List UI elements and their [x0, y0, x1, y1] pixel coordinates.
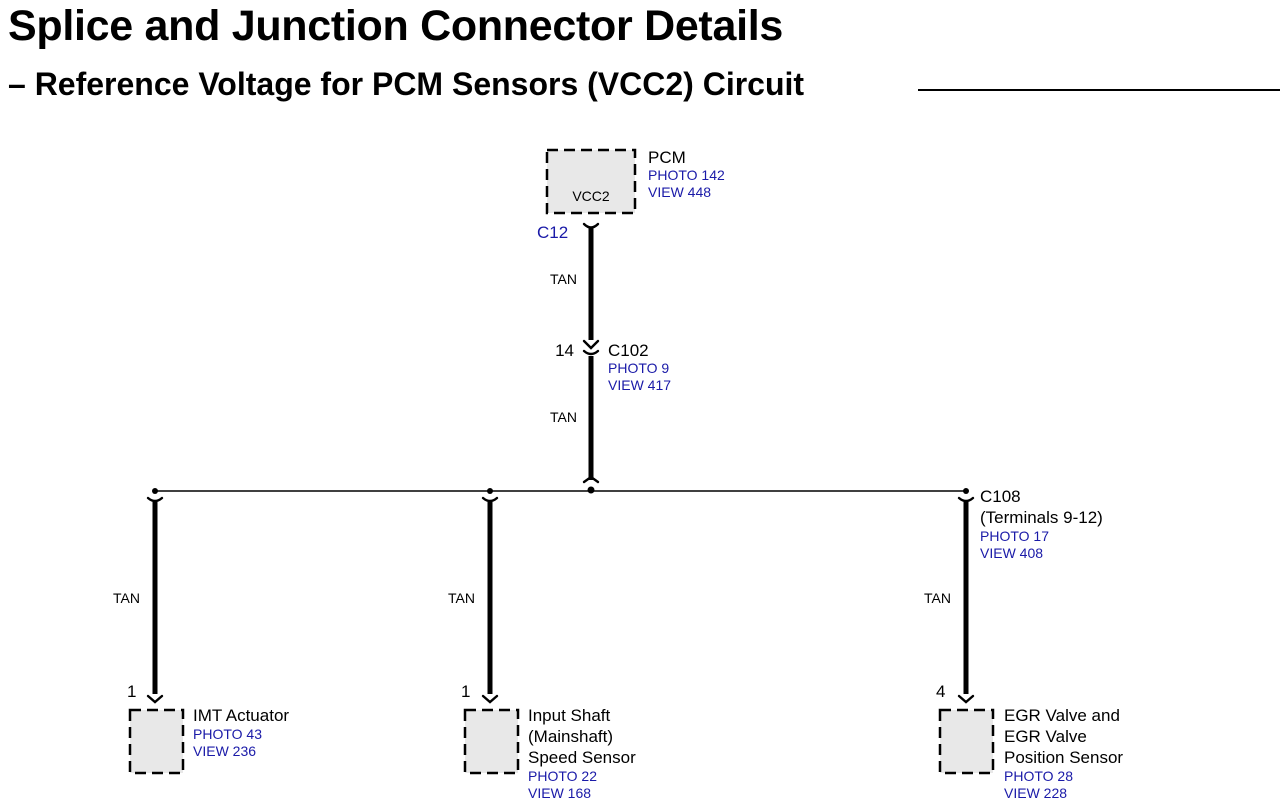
- pcm-view-link[interactable]: VIEW 448: [648, 184, 711, 200]
- imt-actuator-box[interactable]: [128, 708, 185, 775]
- input-shaft-sensor-box[interactable]: [463, 708, 520, 775]
- egr-sensor-box[interactable]: [938, 708, 995, 775]
- input-shaft-branch-terminal: [481, 496, 499, 503]
- imt-pin-terminal: [146, 694, 164, 704]
- egr-photo-link[interactable]: PHOTO 28: [1004, 768, 1073, 784]
- pcm-terminal-label: VCC2: [572, 188, 610, 204]
- input-shaft-photo-link[interactable]: PHOTO 22: [528, 768, 597, 784]
- subtitle-row: – Reference Voltage for PCM Sensors (VCC…: [8, 66, 1280, 106]
- wire-color-input-shaft: TAN: [448, 590, 475, 606]
- c108-view-link[interactable]: VIEW 408: [980, 545, 1043, 561]
- wire-color-imt: TAN: [113, 590, 140, 606]
- egr-name-line1: EGR Valve and: [1004, 706, 1120, 725]
- c102-male-terminal: [582, 339, 600, 350]
- c102-view-link[interactable]: VIEW 417: [608, 377, 671, 393]
- input-shaft-pin-number: 1: [461, 682, 470, 701]
- egr-pin-number: 4: [936, 682, 945, 701]
- c108-name: C108: [980, 487, 1021, 506]
- bus-splice-point: [587, 486, 595, 494]
- pcm-name: PCM: [648, 148, 686, 167]
- imt-actuator-name: IMT Actuator: [193, 706, 289, 725]
- c108-terminal[interactable]: [957, 496, 975, 503]
- wire-color-egr: TAN: [924, 590, 951, 606]
- egr-branch-point: [963, 488, 969, 494]
- c108-photo-link[interactable]: PHOTO 17: [980, 528, 1049, 544]
- c102-name: C102: [608, 341, 649, 360]
- egr-name-line2: EGR Valve: [1004, 727, 1087, 746]
- c102-photo-link[interactable]: PHOTO 9: [608, 360, 669, 376]
- imt-branch-terminal: [146, 496, 164, 503]
- pcm-connector-label: C12: [537, 223, 568, 242]
- egr-name-line3: Position Sensor: [1004, 748, 1123, 767]
- c108-detail: (Terminals 9-12): [980, 508, 1103, 527]
- page-subtitle: – Reference Voltage for PCM Sensors (VCC…: [8, 66, 805, 102]
- imt-pin-number: 1: [127, 682, 136, 701]
- c102-female-terminal: [582, 349, 600, 356]
- input-shaft-view-link[interactable]: VIEW 168: [528, 785, 591, 801]
- input-shaft-branch-point: [487, 488, 493, 494]
- imt-branch-point: [152, 488, 158, 494]
- egr-view-link[interactable]: VIEW 228: [1004, 785, 1067, 801]
- page-title: Splice and Junction Connector Details: [8, 2, 783, 50]
- pcm-photo-link[interactable]: PHOTO 142: [648, 167, 725, 183]
- wire-color-pcm-c102: TAN: [550, 271, 577, 287]
- pcm-box[interactable]: [545, 148, 637, 215]
- pcm-pin-terminal: [582, 222, 600, 229]
- egr-pin-terminal: [957, 694, 975, 704]
- c102-pin-number: 14: [555, 341, 574, 360]
- input-shaft-name-line3: Speed Sensor: [528, 748, 636, 767]
- c102-connector-symbol[interactable]: [582, 339, 600, 356]
- pcm-component[interactable]: VCC2: [545, 148, 637, 215]
- input-shaft-name-line1: Input Shaft: [528, 706, 611, 725]
- input-shaft-pin-terminal: [481, 694, 499, 704]
- wire-color-c102-bus: TAN: [550, 409, 577, 425]
- bus-junction-top-terminal: [582, 475, 600, 484]
- input-shaft-name-line2: (Mainshaft): [528, 727, 613, 746]
- imt-photo-link[interactable]: PHOTO 43: [193, 726, 262, 742]
- subtitle-rule: [918, 89, 1280, 91]
- imt-view-link[interactable]: VIEW 236: [193, 743, 256, 759]
